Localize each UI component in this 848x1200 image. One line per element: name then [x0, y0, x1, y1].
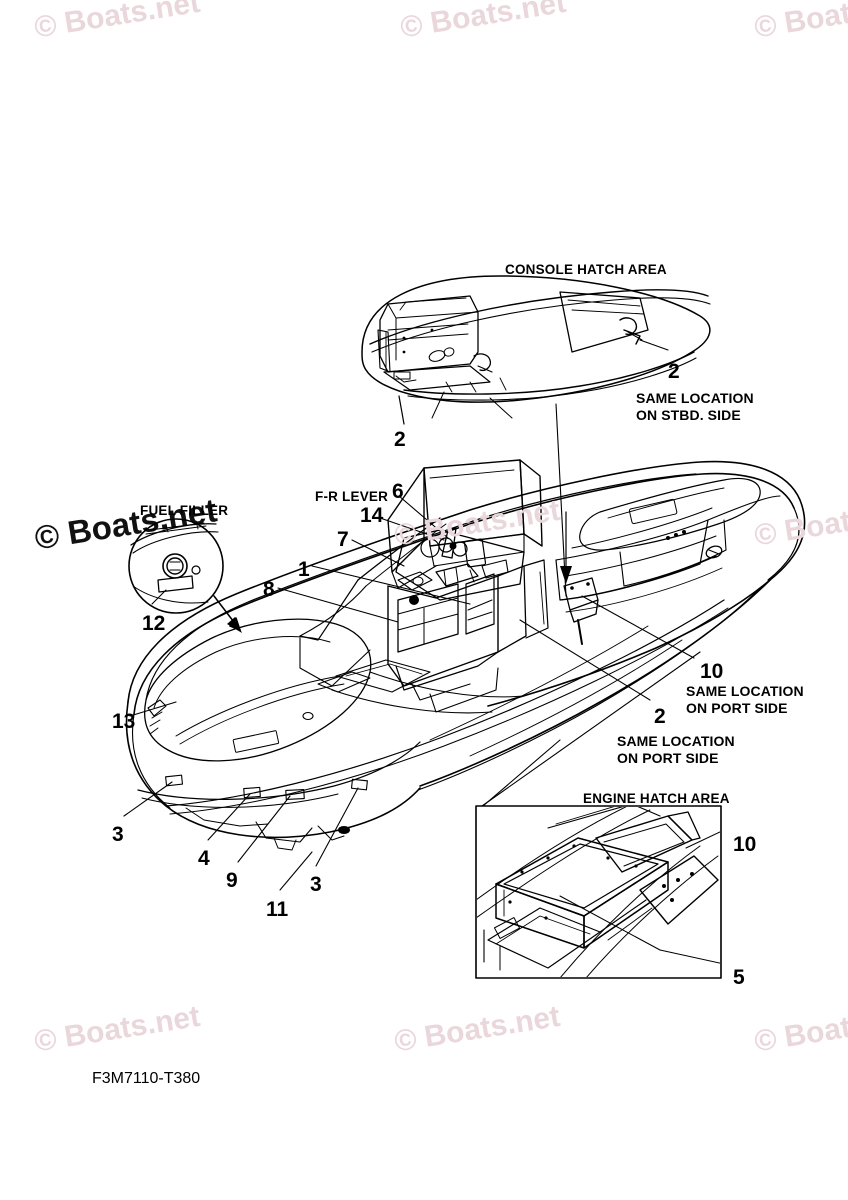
callout-1: 1 [298, 558, 310, 581]
callout-4: 4 [198, 847, 210, 870]
engine-hatch-inset-art [475, 805, 722, 979]
note-line: ON PORT SIDE [686, 699, 788, 716]
callout-12: 12 [142, 612, 166, 635]
callout-9: 9 [226, 869, 238, 892]
console-hatch-area-label: CONSOLE HATCH AREA [505, 262, 667, 277]
callout-10-inset: 10 [733, 833, 757, 856]
note-line: SAME LOCATION [686, 683, 804, 699]
note-line: SAME LOCATION [617, 733, 735, 749]
engine-hatch-area-label: ENGINE HATCH AREA [583, 791, 730, 806]
callout-7: 7 [337, 528, 349, 551]
stbd-bracket-art [560, 511, 599, 645]
callout-leaders [123, 495, 701, 891]
callout-3-right: 3 [310, 873, 322, 896]
callout-2-console-inset: 2 [394, 428, 406, 451]
callout-10-hull: 10 [700, 660, 724, 683]
callout-6: 6 [392, 480, 404, 503]
note-line: ON PORT SIDE [617, 749, 719, 766]
callout-8: 8 [263, 578, 275, 601]
fuel-filler-inset-art [128, 518, 242, 633]
part-number: F3M7110-T380 [92, 1070, 201, 1087]
boat-hull-art [125, 460, 806, 851]
console-art [387, 459, 549, 713]
callout-5-inset: 5 [733, 966, 745, 989]
callout-13: 13 [112, 710, 136, 733]
console-hatch-inset-art [361, 275, 711, 419]
note-line: ON STBD. SIDE [636, 406, 741, 423]
note-line: SAME LOCATION [636, 390, 754, 406]
callout-11: 11 [266, 898, 289, 921]
callout-2-port: 2 [654, 705, 666, 728]
fuel-filler-label: FUEL FILLER [140, 503, 229, 518]
fr-lever-label: F-R LEVER [315, 489, 389, 504]
callout-14: 14 [360, 504, 384, 527]
callout-3-left: 3 [112, 823, 124, 846]
callout-2-stbd: 2 [668, 360, 680, 383]
